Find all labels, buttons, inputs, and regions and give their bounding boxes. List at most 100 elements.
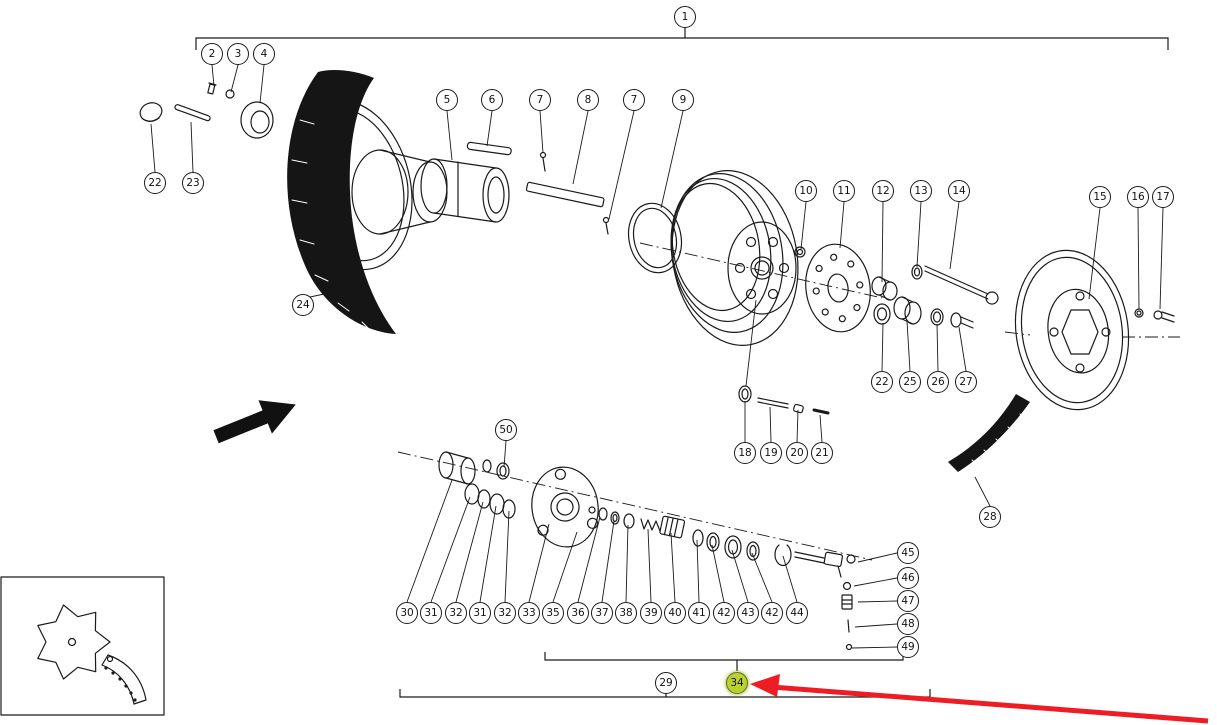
part-bushing [240,101,274,139]
part-circlip-44 [774,544,792,567]
callout-13[interactable]: 13 [910,180,932,202]
callout-7[interactable]: 7 [529,89,551,111]
part-ring-9 [627,202,683,274]
part-belt-28 [948,394,1030,472]
callout-42[interactable]: 42 [761,602,783,624]
part-pin-48 [847,619,850,633]
callout-47[interactable]: 47 [897,590,919,612]
part-toothed-segment [101,654,147,705]
callout-35[interactable]: 35 [542,602,564,624]
callout-36[interactable]: 36 [567,602,589,624]
part-pin-21 [812,408,830,415]
callout-8[interactable]: 8 [577,89,599,111]
part-setscrew-2 [602,216,610,235]
part-nut-10 [794,246,806,258]
callout-41[interactable]: 41 [688,602,710,624]
callout-15[interactable]: 15 [1089,186,1111,208]
callout-2[interactable]: 2 [201,43,223,65]
callout-17[interactable]: 17 [1152,186,1174,208]
callout-7[interactable]: 7 [623,89,645,111]
part-bolt-27 [950,312,974,329]
direction-arrow-icon [213,400,296,444]
part-elbow-fitting-45 [823,551,856,578]
part-key-short [466,141,512,156]
callout-48[interactable]: 48 [897,613,919,635]
callout-4[interactable]: 4 [253,43,275,65]
callout-28[interactable]: 28 [979,506,1001,528]
part-ball-49 [845,643,853,651]
part-ring-16 [1134,308,1144,318]
callout-27[interactable]: 27 [955,371,977,393]
group-leader-lines [150,64,1164,649]
callout-30[interactable]: 30 [396,602,418,624]
callout-1[interactable]: 1 [674,6,696,28]
group-parts [0,70,1175,716]
callout-32[interactable]: 32 [445,602,467,624]
part-oring [502,499,516,519]
part-washer-22b [873,303,891,325]
callout-34[interactable]: 34 [726,672,748,694]
callout-16[interactable]: 16 [1127,186,1149,208]
callout-45[interactable]: 45 [897,542,919,564]
part-plug-40 [659,515,686,539]
callout-43[interactable]: 43 [737,602,759,624]
callout-24[interactable]: 24 [292,294,314,316]
callout-38[interactable]: 38 [615,602,637,624]
callout-6[interactable]: 6 [481,89,503,111]
callout-20[interactable]: 20 [786,442,808,464]
part-bolt-17 [1153,310,1175,323]
part-washer-37 [610,511,620,525]
part-star-plate [37,604,111,680]
part-bolt-long-14 [924,265,999,305]
part-bushing-25 [893,296,922,325]
callout-18[interactable]: 18 [734,442,756,464]
callout-22[interactable]: 22 [144,172,166,194]
callout-46[interactable]: 46 [897,567,919,589]
part-washer-41 [692,529,704,547]
part-washer-13 [911,264,923,280]
part-ring-small [225,89,235,99]
callout-26[interactable]: 26 [927,371,949,393]
part-hex-fitting-47 [841,594,853,610]
part-ring-38 [623,513,635,529]
callout-14[interactable]: 14 [948,180,970,202]
callout-42[interactable]: 42 [713,602,735,624]
part-ring-42a [706,532,720,552]
inset-box [0,576,165,716]
callout-21[interactable]: 21 [811,442,833,464]
callout-33[interactable]: 33 [518,602,540,624]
highlight-arrow [750,674,1209,724]
part-pin-19 [757,397,789,409]
part-bushing-12 [871,276,898,301]
callout-3[interactable]: 3 [227,43,249,65]
part-flange-plate [805,243,871,333]
part-belt-24 [287,70,396,334]
callout-12[interactable]: 12 [872,180,894,202]
callout-39[interactable]: 39 [640,602,662,624]
part-shaft-end [794,551,825,564]
callout-49[interactable]: 49 [897,636,919,658]
callout-44[interactable]: 44 [786,602,808,624]
callout-31[interactable]: 31 [420,602,442,624]
callout-23[interactable]: 23 [182,172,204,194]
part-washer-36 [598,507,608,521]
part-grooved-pulley [670,170,799,346]
callout-50[interactable]: 50 [495,419,517,441]
callout-37[interactable]: 37 [591,602,613,624]
callout-32[interactable]: 32 [494,602,516,624]
callout-40[interactable]: 40 [664,602,686,624]
part-sleeve [420,158,510,223]
callout-19[interactable]: 19 [760,442,782,464]
group-brackets [195,28,1169,698]
callout-9[interactable]: 9 [672,89,694,111]
callout-25[interactable]: 25 [899,371,921,393]
callout-31[interactable]: 31 [469,602,491,624]
callout-22[interactable]: 22 [871,371,893,393]
callout-29[interactable]: 29 [655,672,677,694]
callout-10[interactable]: 10 [795,180,817,202]
part-ball-35 [588,506,596,514]
part-big-pulley [1014,249,1130,411]
callout-11[interactable]: 11 [833,180,855,202]
callout-5[interactable]: 5 [436,89,458,111]
